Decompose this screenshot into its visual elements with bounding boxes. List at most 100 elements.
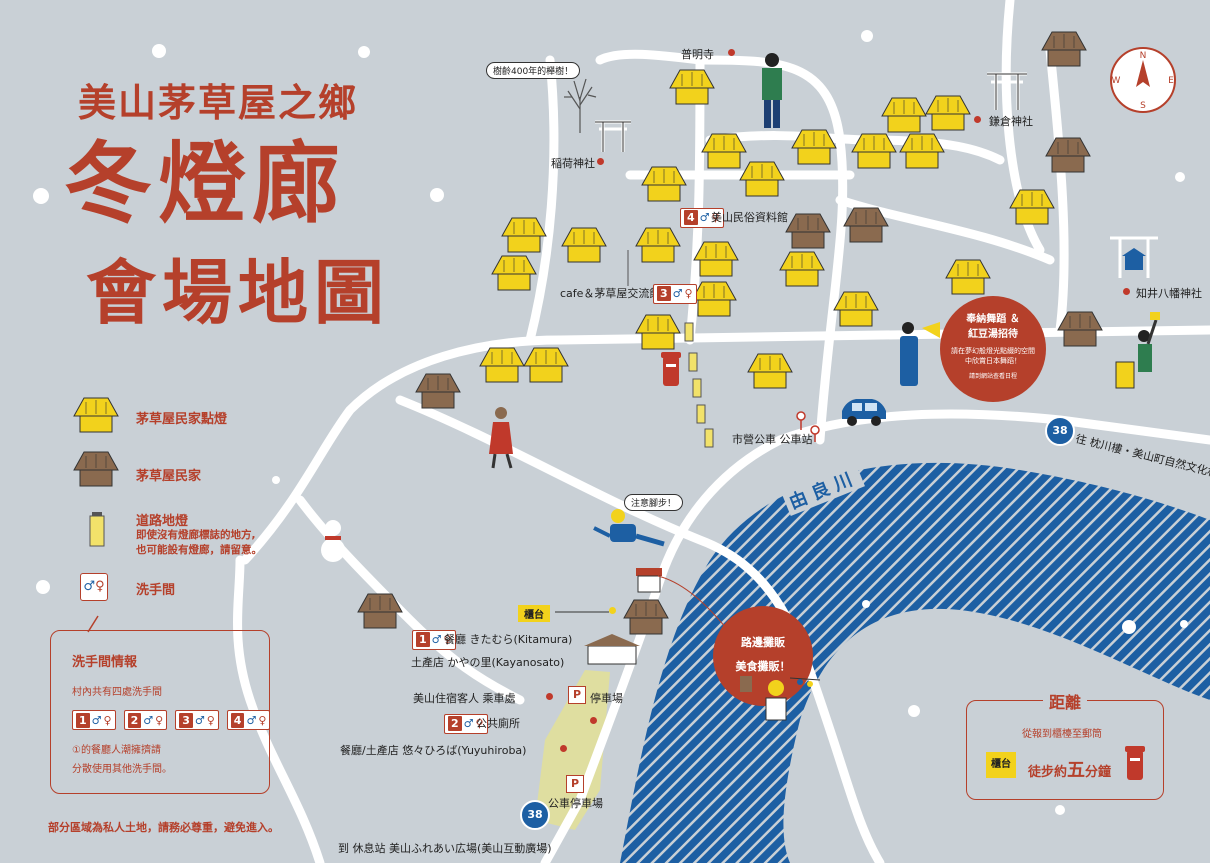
toilet-icon: ♀	[475, 717, 484, 730]
road-lantern-icon	[688, 352, 698, 372]
legend-lantern-note: 即使沒有燈廊標誌的地方,	[136, 529, 256, 541]
place-futeiji[interactable]: 普明寺	[681, 48, 714, 61]
lit-thatched-house-icon	[693, 241, 739, 277]
toilet-icon: ♀	[443, 633, 452, 646]
toilet-badge: 4♂♀	[226, 710, 271, 730]
bottom-destination[interactable]: 到 休息站 美山ふれあい広場(美山互動廣場)	[338, 842, 552, 855]
compass-n: N	[1140, 51, 1147, 61]
place-kayanosato[interactable]: 土產店 かやの里(Kayanosato)	[411, 656, 565, 669]
river	[620, 462, 1210, 863]
place-bus-stop[interactable]: 市營公車 公車站	[732, 433, 813, 446]
dance-title: 奉納舞蹈 ＆	[966, 314, 1020, 325]
legend-house: 茅草屋民家	[136, 469, 202, 484]
shrine-icon	[1110, 236, 1158, 278]
place-kitamura[interactable]: 餐廳 きたむら(Kitamura)	[444, 633, 573, 646]
toilet-icon: ♀	[684, 287, 693, 300]
distance-walk: 徒步約五分鐘	[1028, 756, 1111, 782]
lit-thatched-house-icon	[669, 69, 715, 105]
snow-dot	[152, 44, 166, 58]
road-lantern-icon	[696, 404, 706, 424]
snow-dot	[358, 46, 370, 58]
place-yuyuhiroba[interactable]: 餐廳/土產店 悠々ひろば(Yuyuhiroba)	[340, 744, 527, 757]
tree-bubble: 樹齡400年的櫸樹！	[486, 62, 581, 79]
snow-dot	[1122, 620, 1136, 634]
leader-line	[657, 575, 727, 629]
toilet-icon: ♀	[103, 713, 112, 727]
toilet-badge: 1♂♀	[72, 710, 116, 730]
counter-dot	[609, 607, 616, 614]
road-lantern-icon	[684, 322, 694, 342]
place-chiji[interactable]: 知井八幡神社	[1136, 287, 1202, 300]
toilet-badge[interactable]: 4♂♀	[680, 206, 724, 228]
lit-thatched-house-icon	[491, 255, 537, 291]
thatched-house-icon	[1041, 31, 1087, 67]
map-title-sub: 會場地圖	[86, 252, 390, 334]
lit-thatched-house-icon	[925, 95, 971, 131]
road-lantern-icon	[704, 428, 714, 448]
thatched-house-icon	[73, 451, 119, 487]
snow-dot	[861, 30, 873, 42]
toilet-icon: ♂	[91, 713, 102, 727]
toilet-badge: 2♂♀	[123, 710, 168, 730]
toilet-badge[interactable]: 2♂♀	[444, 712, 488, 734]
toilet-badge[interactable]: 3♂♀	[653, 282, 697, 304]
toilet-info-note-2: 分散使用其他洗手間。	[72, 764, 172, 775]
food-subtitle: 美食攤販！	[735, 660, 791, 673]
distance-walk-number: 五	[1067, 760, 1086, 781]
place-kamakura[interactable]: 鎌倉神社	[989, 115, 1033, 128]
snow-dot	[272, 476, 280, 484]
dance-event-badge[interactable]: 奉納舞蹈 ＆ 紅豆湯招待 請在夢幻般燈光點綴的空間 中欣賞日本舞蹈！ 請到網站查…	[940, 296, 1046, 402]
lit-thatched-house-icon	[635, 314, 681, 350]
lit-thatched-house-icon	[945, 259, 991, 295]
lit-thatched-house-icon	[691, 281, 737, 317]
lit-thatched-house-icon	[779, 251, 825, 287]
distance-counter-sign: 櫃台	[986, 752, 1016, 778]
toilet-number: 2	[127, 712, 142, 728]
place-parking[interactable]: 停車場	[590, 692, 623, 705]
post-box-icon	[1125, 746, 1145, 780]
place-pickup[interactable]: 美山住宿客人 乘車處	[413, 692, 516, 705]
lit-thatched-house-icon	[701, 133, 747, 169]
place-dot	[974, 116, 981, 123]
place-inari[interactable]: 稲荷神社	[551, 157, 595, 170]
counter-sign[interactable]: 櫃台	[518, 605, 550, 622]
lit-thatched-house-icon	[851, 133, 897, 169]
snow-dot	[430, 188, 444, 202]
legend-lantern: 道路地燈	[136, 514, 189, 529]
route-38-badge: 38	[1045, 416, 1075, 446]
road-lantern-icon	[692, 378, 702, 398]
toilet-badge: 3♂♀	[175, 710, 219, 730]
toilet-number: 1	[76, 712, 90, 728]
lantern-icon	[89, 512, 105, 547]
snow-dot	[33, 188, 49, 204]
toilet-badge[interactable]: 1♂♀	[412, 628, 456, 650]
thatched-house-icon	[1045, 137, 1091, 173]
place-bus-parking[interactable]: 公車停車場	[548, 797, 603, 810]
dance-text-2: 中欣賞日本舞蹈！	[965, 357, 1021, 365]
toilet-icon: ♂	[463, 717, 474, 730]
divider-slash	[87, 615, 99, 633]
lit-thatched-house-icon	[899, 133, 945, 169]
thatched-house-icon	[623, 599, 669, 635]
route-38-badge: 38	[520, 800, 550, 830]
man-with-camera-figure	[762, 53, 782, 128]
place-folk-museum[interactable]: 美山民俗資料館	[711, 211, 788, 224]
lit-thatched-house-icon	[641, 166, 687, 202]
snow-dot	[862, 600, 870, 608]
place-dot	[597, 158, 604, 165]
toilet-icon: ♀	[206, 713, 215, 727]
food-stall-badge[interactable]: 路邊攤販 美食攤販！	[713, 606, 813, 706]
footer-note: 部分區域為私人土地，請務必尊重，避免進入。	[48, 821, 279, 834]
place-public-toilet[interactable]: 公共廁所	[476, 717, 520, 730]
toilet-number: 1	[416, 632, 430, 647]
legend-toilet: 洗手間	[136, 583, 176, 598]
lit-thatched-house-icon	[501, 217, 547, 253]
bus-stop-icon	[796, 411, 820, 442]
distance-walk-prefix: 徒步約	[1028, 765, 1068, 780]
place-cafe[interactable]: cafe＆茅草屋交流館	[560, 287, 661, 300]
snow-dot	[36, 580, 50, 594]
lit-thatched-house-icon	[791, 129, 837, 165]
place-dot	[728, 49, 735, 56]
dance-text: 請在夢幻般燈光點綴的空間	[951, 347, 1035, 355]
